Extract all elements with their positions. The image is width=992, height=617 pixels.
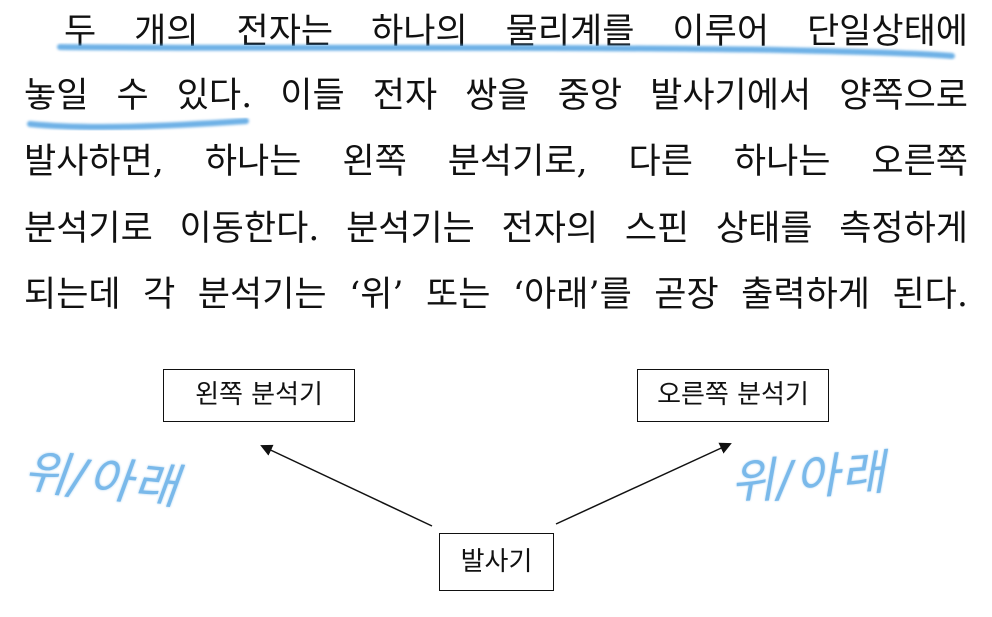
- right-analyzer-box: 오른쪽 분석기: [637, 369, 829, 422]
- arrow-to-right-analyzer: [555, 442, 732, 525]
- emitter-box: 발사기: [439, 533, 554, 591]
- left-analyzer-box: 왼쪽 분석기: [163, 369, 355, 422]
- paragraph-line-5: 되는데 각 분석기는 ‘위’ 또는 ‘아래’를 곧장 출력하게 된다.: [24, 275, 968, 315]
- highlight-underline-2: [27, 118, 249, 130]
- paragraph-line-2: 놓일 수 있다. 이들 전자 쌍을 중앙 발사기에서 양쪽으로: [24, 76, 968, 116]
- arrow-to-left-analyzer: [260, 444, 433, 527]
- paragraph-line-3: 발사하면, 하나는 왼쪽 분석기로, 다른 하나는 오른쪽: [24, 142, 968, 182]
- paragraph-line-4: 분석기로 이동한다. 분석기는 전자의 스핀 상태를 측정하게: [24, 209, 968, 249]
- handwritten-note-right: 위/아래: [728, 444, 889, 512]
- highlight-underline-1: [57, 44, 955, 59]
